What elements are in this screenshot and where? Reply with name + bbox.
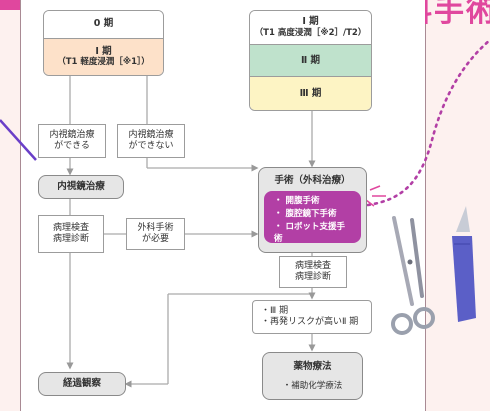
endoscopic-impossible-box: 内視鏡治療 ができない <box>117 124 185 158</box>
surgery-heading: 外科手術 <box>425 0 490 29</box>
pathology-right-box: 病理検査 病理診断 <box>279 256 347 288</box>
endoscopic-impossible-line1: 内視鏡治療 <box>128 129 174 140</box>
drug-therapy-box: 薬物療法 ・補助化学療法 <box>262 352 363 400</box>
stage-1-mild-sub: （T1 軽度浸潤［※1］） <box>57 57 150 68</box>
stage-3-cell: Ⅲ 期 <box>250 77 371 110</box>
stage-2-label: Ⅱ 期 <box>300 54 321 66</box>
endoscopic-possible-line1: 内視鏡治療 <box>49 129 95 140</box>
surgery-option-open: ・ 開腹手術 <box>274 196 320 206</box>
surgery-needed-box: 外科手術 が必要 <box>126 218 185 250</box>
pathology-right-line2: 病理診断 <box>294 272 331 282</box>
stage-0-cell: 0 期 <box>44 11 163 39</box>
stage-1-high-cell: Ⅰ 期 （T1 高度浸潤［※2］/T2） <box>250 11 371 45</box>
stage-1-high-title: Ⅰ 期 <box>302 16 319 28</box>
risk-condition-line1: ・Ⅲ 期 <box>261 305 289 316</box>
surgery-options-box: ・ 開腹手術 ・ 腹腔鏡下手術 ・ ロボット支援手術 <box>264 191 361 244</box>
surgery-needed-line1: 外科手術 <box>137 222 174 233</box>
follow-up-label: 経過観察 <box>62 378 101 390</box>
pathology-left-line2: 病理診断 <box>52 234 89 244</box>
surgery-needed-line2: が必要 <box>141 234 169 244</box>
surgery-option-robotic: ・ ロボット支援手術 <box>274 221 345 245</box>
decor-purple-line <box>0 119 37 161</box>
pathology-left-box: 病理検査 病理診断 <box>38 215 104 253</box>
scalpel-icon <box>452 206 476 322</box>
endoscopic-treatment-box: 内視鏡治療 <box>38 175 124 199</box>
scissors-icon <box>391 216 435 335</box>
right-stage-stack: Ⅰ 期 （T1 高度浸潤［※2］/T2） Ⅱ 期 Ⅲ 期 <box>249 10 372 111</box>
surgery-option-laparoscopic: ・ 腹腔鏡下手術 <box>274 208 337 219</box>
endoscopic-impossible-line2: ができない <box>128 141 174 151</box>
endoscopic-possible-box: 内視鏡治療 ができる <box>38 124 106 158</box>
surgery-title: 手術（外科治療） <box>274 175 351 186</box>
decor-area: 外科手術 <box>425 0 490 411</box>
risk-condition-line2: ・再発リスクが高いⅡ 期 <box>261 317 359 327</box>
pathology-right-line1: 病理検査 <box>294 260 331 271</box>
drug-therapy-title: 薬物療法 <box>293 361 332 372</box>
drug-therapy-adjuvant: ・補助化学療法 <box>282 380 343 391</box>
follow-up-box: 経過観察 <box>38 372 126 396</box>
stage-1-high-sub: （T1 高度浸潤［※2］/T2） <box>254 27 367 38</box>
stage-1-mild-title: Ⅰ 期 <box>95 45 112 57</box>
risk-condition-box: ・Ⅲ 期 ・再発リスクが高いⅡ 期 <box>252 300 372 334</box>
stage-1-mild-cell: Ⅰ 期 （T1 軽度浸潤［※1］） <box>44 38 163 75</box>
endoscopic-possible-line2: ができる <box>54 141 90 151</box>
stage-0-label: 0 期 <box>93 18 114 30</box>
endoscopic-treatment-label: 内視鏡治療 <box>57 181 105 193</box>
stage-3-label: Ⅲ 期 <box>299 87 322 99</box>
left-stage-stack: 0 期 Ⅰ 期 （T1 軽度浸潤［※1］） <box>43 10 164 76</box>
decor-dotted-line <box>366 38 490 207</box>
stage-2-cell: Ⅱ 期 <box>250 44 371 78</box>
pathology-left-line1: 病理検査 <box>52 222 89 233</box>
